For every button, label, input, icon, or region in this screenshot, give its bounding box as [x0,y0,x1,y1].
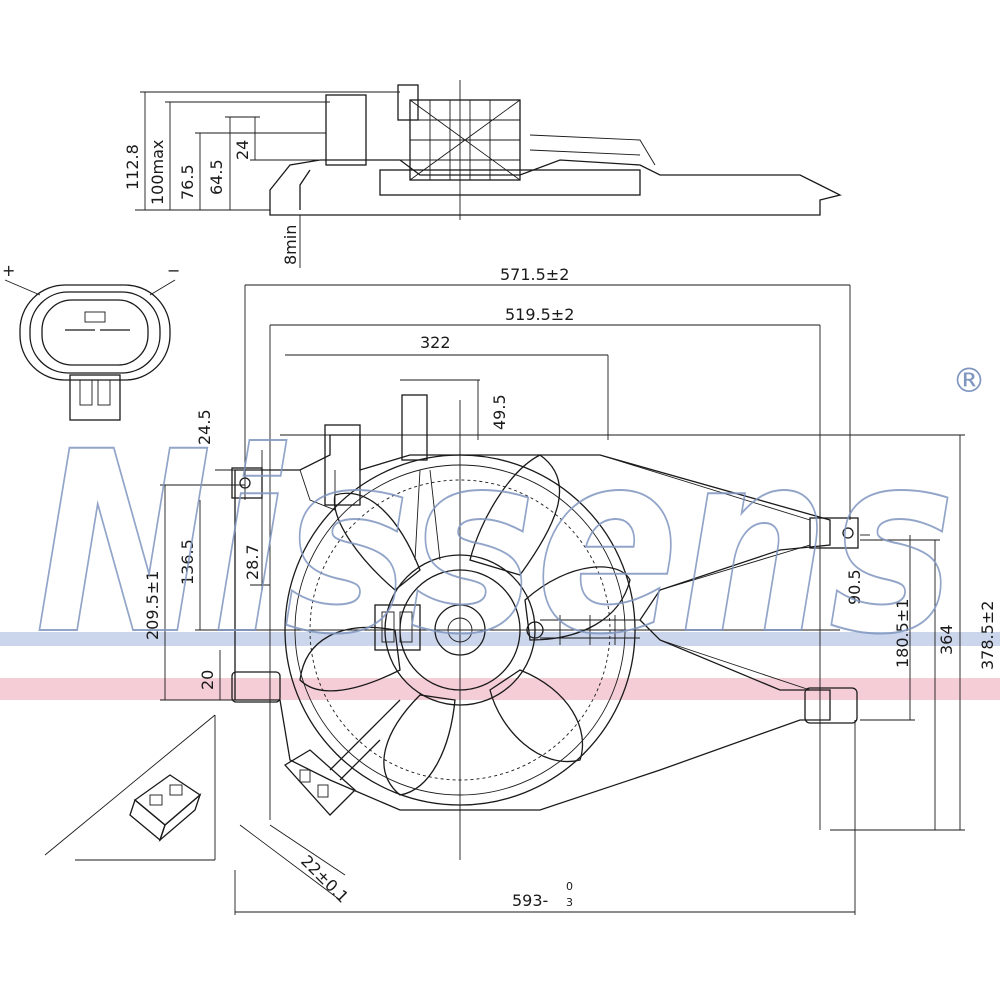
watermark-blue-band [0,632,1000,646]
front-view: 571.5±2 519.5±2 322 49.5 24.5 28.7 136.5… [143,265,997,915]
watermark-brand: Nissens [35,398,955,689]
dim-connector-22: 22±0.1 [297,851,352,906]
dim-8-min: 8min [281,225,300,265]
dim-364: 364 [937,624,956,655]
dim-28-7: 28.7 [243,544,262,580]
dim-378-5: 378.5±2 [978,601,997,670]
dim-20: 20 [198,670,217,690]
dim-593-upper-tol: 0 [566,880,573,893]
dim-593-lower-tol: 3 [566,896,573,909]
watermark-registered-mark: ® [952,361,986,401]
dim-593-base: 593- [512,891,548,910]
dim-overall-width: 571.5±2 [500,265,569,284]
minus-terminal-label: − [167,261,180,280]
connector-plug: + − [2,261,180,421]
watermark-pink-band [0,678,1000,700]
dim-49-5: 49.5 [490,394,509,430]
dim-64-5: 64.5 [207,159,226,195]
dim-width-519-5: 519.5±2 [505,305,574,324]
dim-136-5: 136.5 [178,539,197,585]
dim-24-5: 24.5 [195,409,214,445]
dim-100-max: 100max [148,140,167,205]
plus-terminal-label: + [2,261,15,280]
side-view: 112.8 100max 76.5 64.5 24 8min [123,80,842,268]
dim-90-5: 90.5 [845,569,864,605]
dim-76-5: 76.5 [178,164,197,200]
dim-209-5: 209.5±1 [143,571,162,640]
dim-24: 24 [233,140,252,160]
dim-322: 322 [420,333,451,352]
dim-180-5: 180.5±1 [893,599,912,668]
dim-112-8: 112.8 [123,144,142,190]
connector-detail [44,714,216,861]
